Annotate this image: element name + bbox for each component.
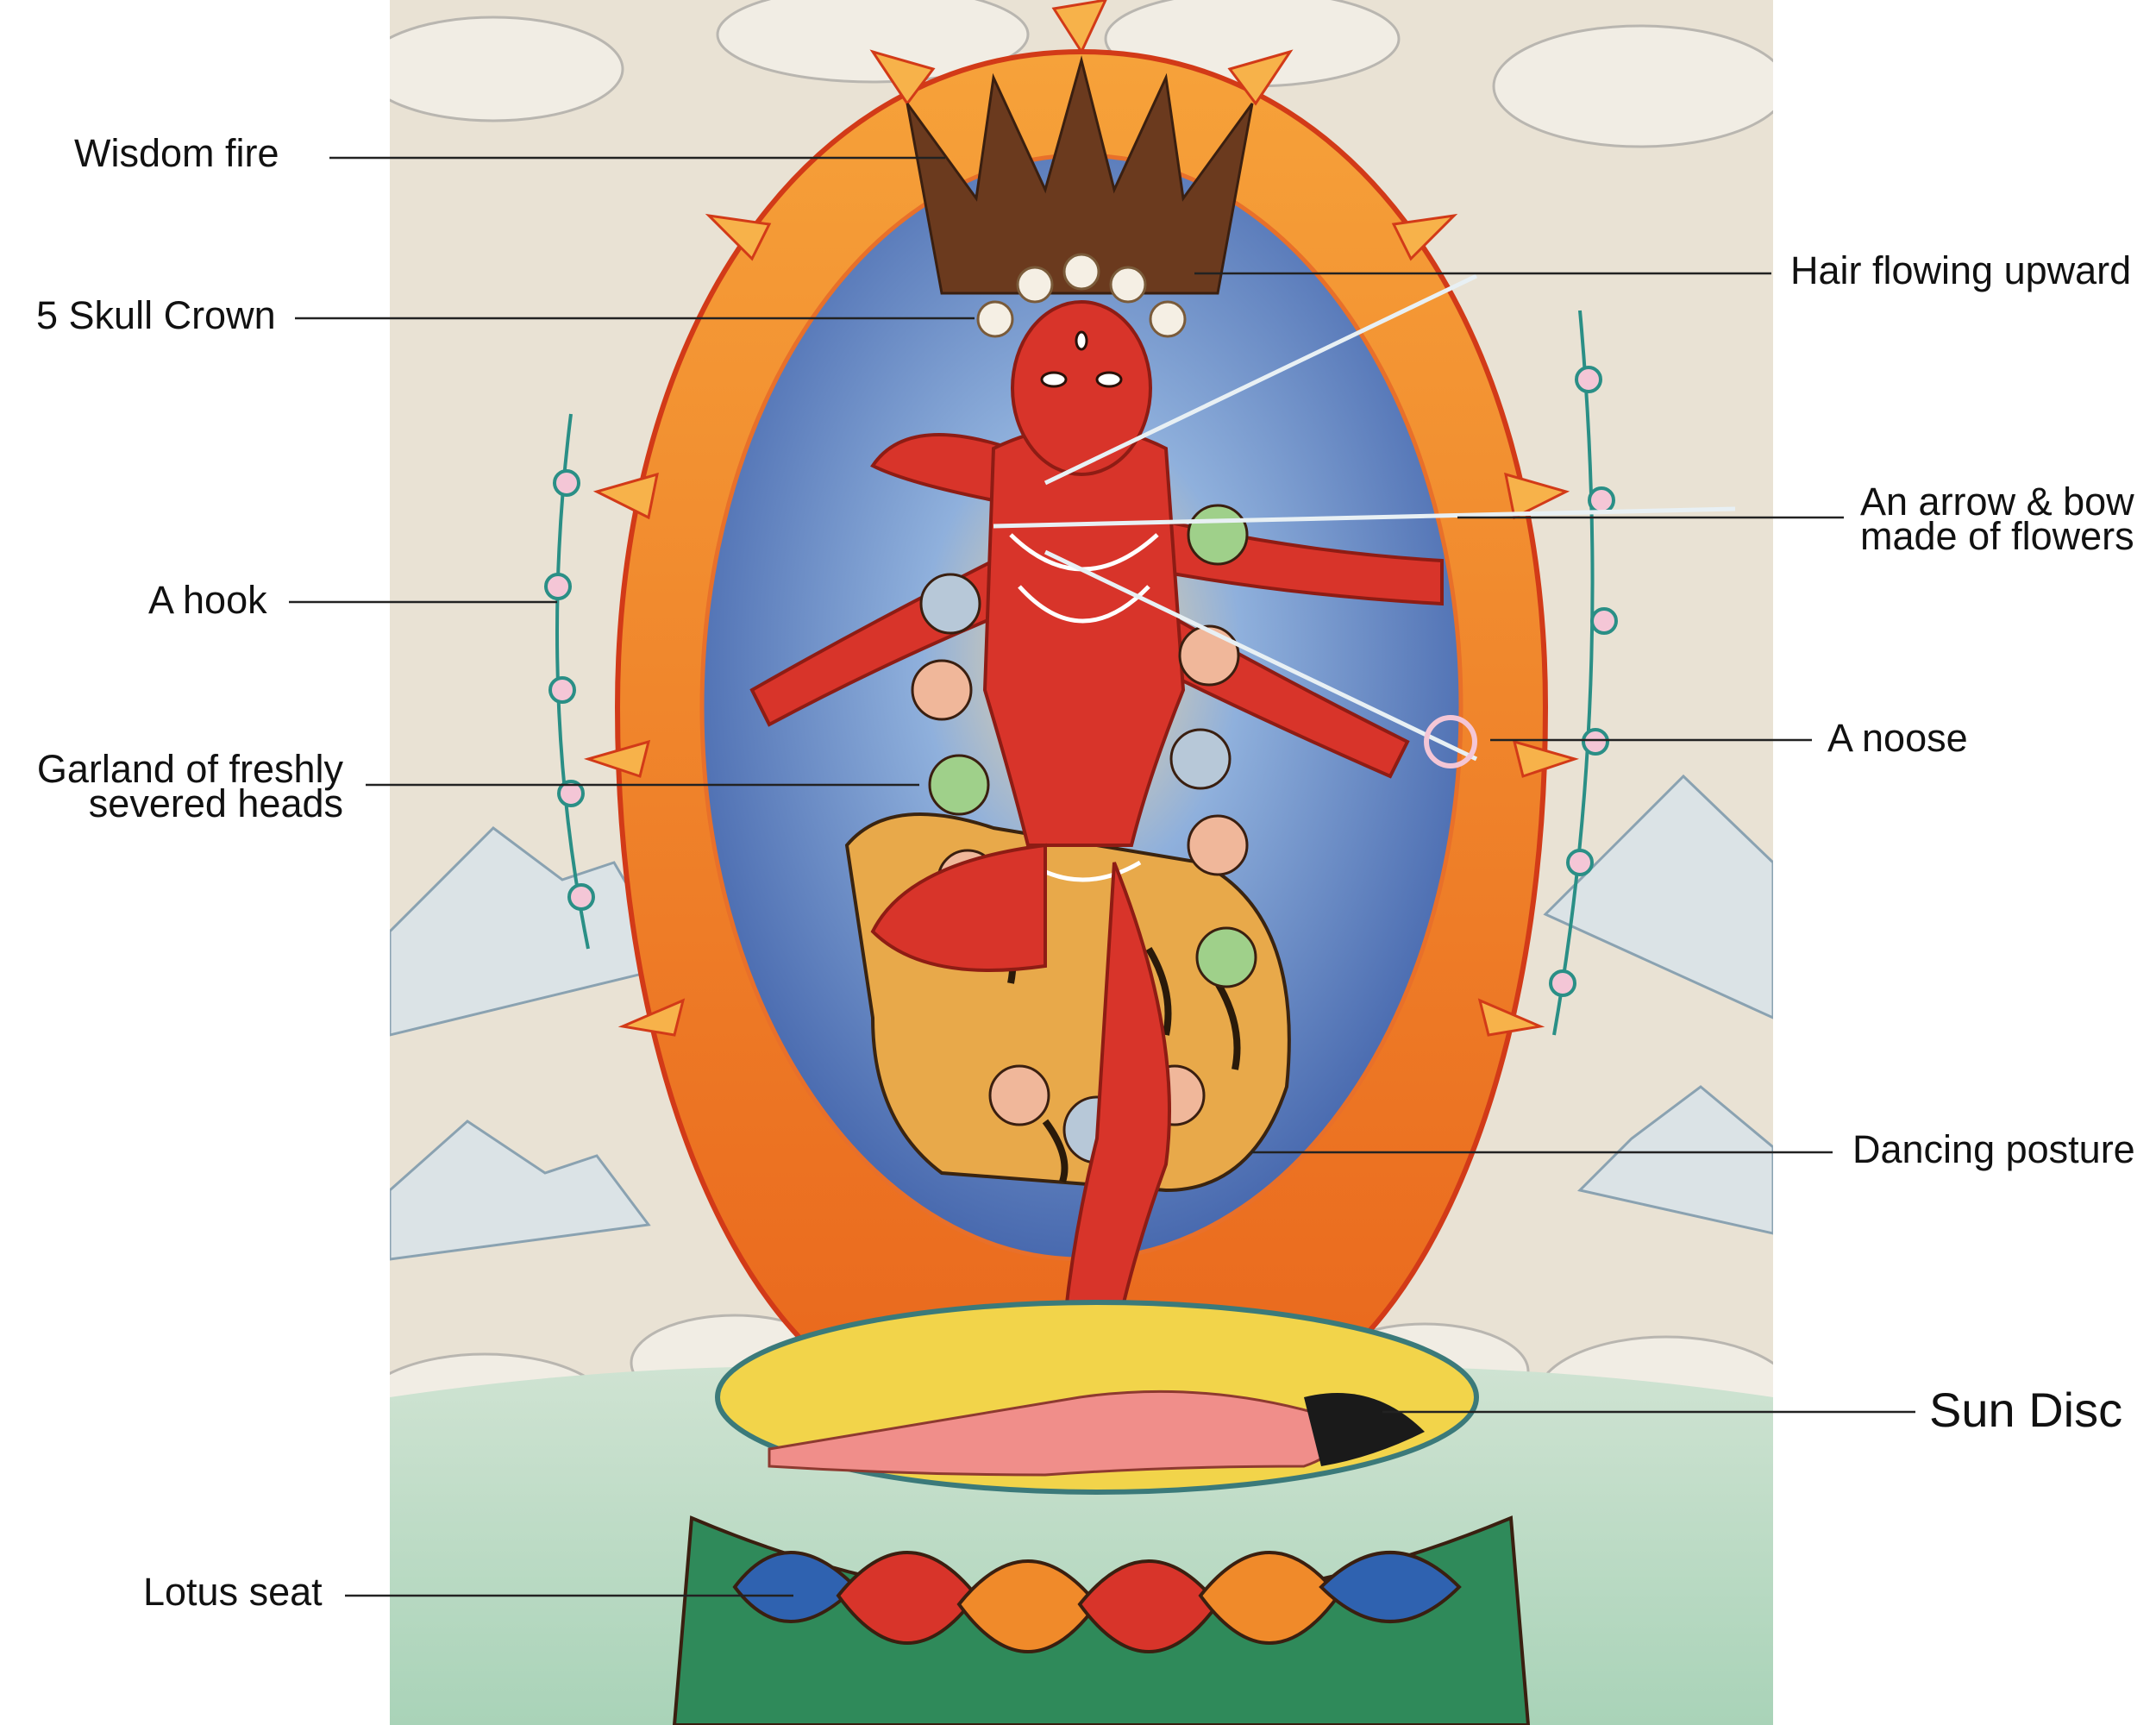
legs — [870, 843, 1171, 1347]
hair — [906, 55, 1254, 295]
noose — [1424, 715, 1477, 768]
arrow-and-bow — [993, 273, 1736, 762]
label-noose: A noose — [1827, 716, 1968, 760]
skull-crown — [976, 253, 1187, 338]
label-wisdom-fire: Wisdom fire — [74, 131, 279, 175]
label-garland-line2: severed heads — [88, 781, 343, 825]
label-sun-disc: Sun Disc — [1929, 1383, 2123, 1437]
flower-garlands — [544, 310, 1618, 1036]
label-hook: A hook — [148, 578, 267, 622]
mountains — [390, 774, 1773, 1261]
label-arrow-line2: made of flowers — [1860, 514, 2134, 558]
lotus-seat — [672, 1515, 1531, 1725]
label-dancing: Dancing posture — [1852, 1127, 2135, 1171]
flame-tongues — [583, 0, 1580, 1037]
label-garland-line1: Garland of freshly — [36, 747, 343, 791]
face-features — [1040, 330, 1123, 388]
label-hair: Hair flowing upward — [1790, 248, 2132, 292]
label-arrow-line1: An arrow & bow — [1860, 480, 2134, 524]
label-skull-crown: 5 Skull Crown — [36, 293, 276, 337]
label-lotus-seat: Lotus seat — [143, 1570, 323, 1614]
thangka-painting — [390, 0, 1773, 1725]
deity-head — [1011, 300, 1152, 476]
label-arrow: An arrow & bow made of flowers — [1860, 480, 2134, 558]
label-garland: Garland of freshly severed heads — [34, 747, 343, 825]
